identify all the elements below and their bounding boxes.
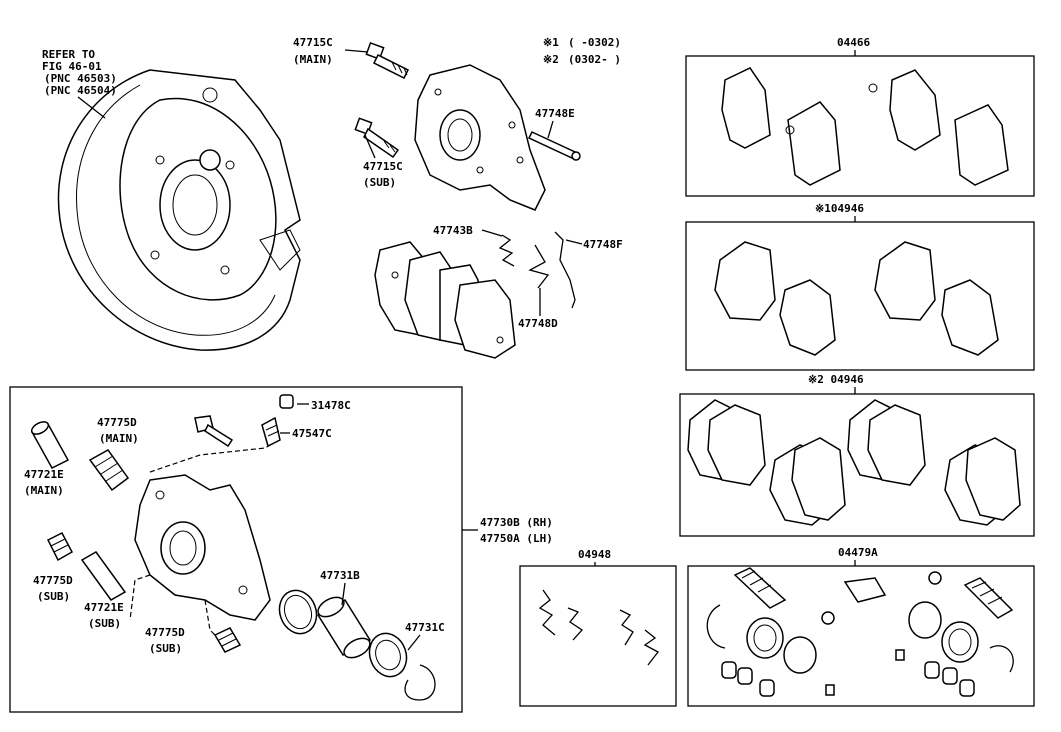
pin-47721e-sub bbox=[80, 551, 127, 601]
label-47731c: 47731C bbox=[405, 621, 445, 634]
kit-04946-1-box bbox=[685, 221, 1035, 371]
boot-47775d-sub-b bbox=[213, 627, 242, 653]
label-47775d-sub-b: 47775D bbox=[145, 626, 185, 639]
label-47748e: 47748E bbox=[535, 107, 575, 120]
caliper-assembly-box bbox=[9, 386, 463, 713]
boot-47775d-main bbox=[88, 449, 130, 492]
refer-line-4: (PNC 46504) bbox=[44, 84, 117, 97]
ring-47731c bbox=[404, 664, 436, 701]
label-sub-d: (SUB) bbox=[149, 642, 182, 655]
spring-47748f bbox=[554, 231, 576, 309]
label-47730b: 47730B (RH) bbox=[480, 516, 553, 529]
bolt-47715c-main bbox=[365, 42, 410, 80]
caliper-mount bbox=[414, 64, 546, 211]
kit-04946-1-label: ※104946 bbox=[815, 202, 864, 215]
legend-n1: ※1 bbox=[543, 36, 559, 49]
label-47721e-main: 47721E bbox=[24, 468, 64, 481]
kit-04479a-box bbox=[687, 565, 1035, 707]
bolt-caliper bbox=[194, 415, 234, 448]
label-47748d: 47748D bbox=[518, 317, 558, 330]
label-main-c: (MAIN) bbox=[24, 484, 64, 497]
upper-pads bbox=[374, 241, 516, 359]
legend: ※1 ( -0302) ※2 (0302- ) bbox=[543, 36, 621, 66]
kit-04948-springs bbox=[538, 589, 659, 666]
bleeder-47547c bbox=[261, 416, 281, 448]
caliper-body bbox=[134, 474, 271, 621]
kit-04946-2-shims bbox=[687, 399, 1021, 526]
label-47748f: 47748F bbox=[583, 238, 623, 251]
label-main-a: (MAIN) bbox=[293, 53, 333, 66]
boot-47775d-sub-a bbox=[46, 532, 74, 562]
spring-47748d bbox=[528, 244, 550, 289]
kit-04948-box bbox=[519, 565, 677, 707]
refer-line-3: (PNC 46503) bbox=[44, 72, 117, 85]
piston-47731b bbox=[316, 596, 372, 659]
cap-31478c bbox=[279, 394, 294, 409]
label-47743b: 47743B bbox=[433, 224, 473, 237]
legend-n1-range: ( -0302) bbox=[568, 36, 621, 49]
kit-04479a-label: 04479A bbox=[838, 546, 878, 559]
label-47715c-main: 47715C bbox=[293, 36, 333, 49]
legend-n2: ※2 bbox=[543, 53, 559, 66]
label-47715c-sub: 47715C bbox=[363, 160, 403, 173]
refer-line-2: FIG 46-01 bbox=[42, 60, 102, 73]
refer-note: REFER TO FIG 46-01 (PNC 46503) (PNC 4650… bbox=[42, 48, 117, 119]
label-47547c: 47547C bbox=[292, 427, 332, 440]
label-47721e-sub: 47721E bbox=[84, 601, 124, 614]
dust-shield bbox=[57, 69, 301, 351]
kit-04466-box bbox=[685, 55, 1035, 197]
spring-47743b bbox=[498, 234, 515, 267]
pin-47748e bbox=[527, 131, 581, 161]
label-47731b: 47731B bbox=[320, 569, 360, 582]
kit-04946-2-box bbox=[679, 393, 1035, 537]
bolt-47715c-sub bbox=[354, 117, 400, 159]
label-sub-a: (SUB) bbox=[363, 176, 396, 189]
label-47775d-sub-a: 47775D bbox=[33, 574, 73, 587]
pin-47721e-main bbox=[30, 421, 70, 469]
kit-04948-label: 04948 bbox=[578, 548, 611, 561]
legend-n2-range: (0302- ) bbox=[568, 53, 621, 66]
label-47750a: 47750A (LH) bbox=[480, 532, 553, 545]
seal-ring bbox=[278, 589, 318, 635]
label-main-b: (MAIN) bbox=[99, 432, 139, 445]
kit-04946-2-label: ※2 04946 bbox=[808, 373, 864, 386]
kit-04946-1-shims bbox=[714, 241, 999, 356]
label-31478c: 31478C bbox=[311, 399, 351, 412]
refer-line-1: REFER TO bbox=[42, 48, 95, 61]
label-sub-b: (SUB) bbox=[37, 590, 70, 603]
kit-04466-label: 04466 bbox=[837, 36, 870, 49]
piston-boot bbox=[368, 632, 408, 678]
label-sub-c: (SUB) bbox=[88, 617, 121, 630]
kit-04479a-parts bbox=[706, 567, 1014, 697]
kit-04466-pads bbox=[721, 67, 1009, 186]
label-47775d-main: 47775D bbox=[97, 416, 137, 429]
